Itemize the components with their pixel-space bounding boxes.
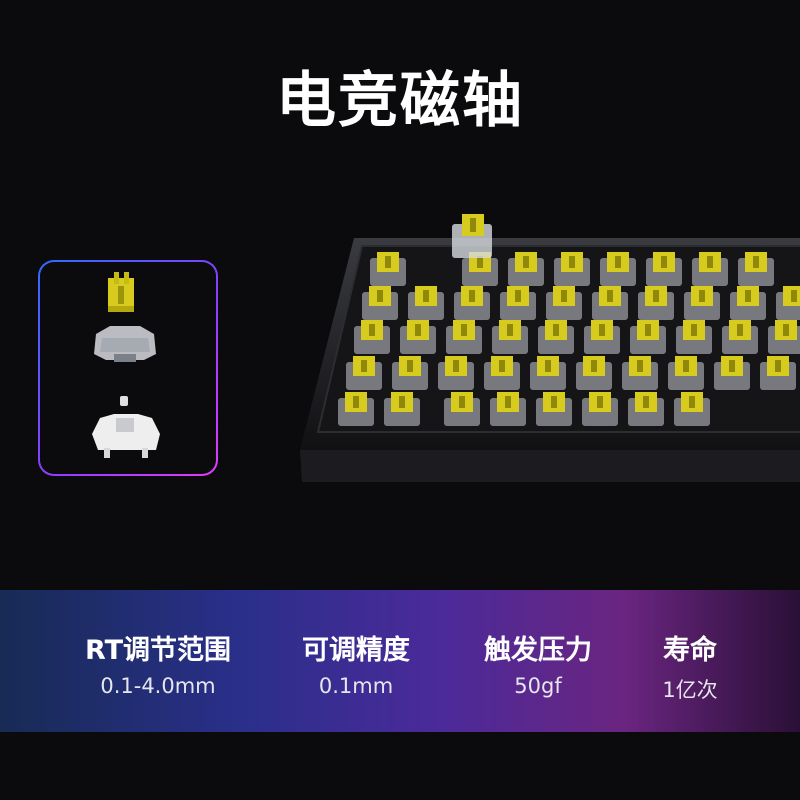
keyboard-illustration [300,214,800,482]
key-switch-icon [362,286,398,320]
key-switch-icon [674,392,710,426]
spec-value: 1亿次 [662,678,718,702]
key-switch-icon [338,392,374,426]
key-switch-icon [484,356,520,390]
key-switch-icon [730,286,766,320]
key-switch-icon [492,320,528,354]
key-switch-icon [676,320,712,354]
key-switch-icon [576,356,612,390]
spec-rt-range: RT调节范围 0.1-4.0mm [58,590,258,732]
key-switch-icon [638,286,674,320]
key-switch-icon [400,320,436,354]
key-switch-icon [592,286,628,320]
switch-top-housing-icon [94,326,156,362]
page-title: 电竞磁轴 [276,66,524,136]
key-switch-icon [508,252,544,286]
key-switch-icon [408,286,444,320]
key-switch-icon [714,356,750,390]
key-switch-icon [668,356,704,390]
magnet-icon [120,396,128,406]
key-switch-icon [444,392,480,426]
spec-label: RT调节范围 [85,635,231,666]
key-switch-icon [384,392,420,426]
spec-label: 触发压力 [484,635,592,666]
key-switch-icon [536,392,572,426]
key-switch-icon [490,392,526,426]
spec-label: 可调精度 [302,635,410,666]
spec-label: 寿命 [663,635,717,666]
key-switch-icon [454,286,490,320]
key-switch-icon [768,320,800,354]
key-switch-icon [738,252,774,286]
key-switch-icon [622,356,658,390]
key-switch-icon [692,252,728,286]
spec-value: 0.1-4.0mm [100,674,216,698]
key-switch-icon [584,320,620,354]
key-switch-icon [500,286,536,320]
key-switch-icon [630,320,666,354]
spec-actuation-force: 触发压力 50gf [438,590,638,732]
switch-exploded-card [38,260,218,476]
key-switch-icon [776,286,800,320]
lifted-switch-icon [452,214,492,258]
key-switch-icon [628,392,664,426]
key-switch-icon [530,356,566,390]
key-switch-icon [600,252,636,286]
spec-precision: 可调精度 0.1mm [256,590,456,732]
key-switch-icon [446,320,482,354]
spec-lifespan: 寿命 1亿次 [590,590,790,732]
key-switch-icon [438,356,474,390]
spec-value: 50gf [514,674,562,698]
switch-bottom-housing-icon [92,414,160,458]
key-switch-icon [554,252,590,286]
switch-stem-icon [108,272,134,312]
switch-grid [338,252,800,426]
key-switch-icon [760,356,796,390]
key-switch-icon [722,320,758,354]
key-switch-icon [370,252,406,286]
specs-bar: RT调节范围 0.1-4.0mm 可调精度 0.1mm 触发压力 50gf 寿命… [0,590,800,732]
key-switch-icon [646,252,682,286]
key-switch-icon [354,320,390,354]
key-switch-icon [538,320,574,354]
spec-value: 0.1mm [318,674,394,698]
key-switch-icon [392,356,428,390]
exploded-switch-icon [92,272,160,458]
key-switch-icon [684,286,720,320]
key-switch-icon [582,392,618,426]
key-switch-icon [546,286,582,320]
key-switch-icon [346,356,382,390]
